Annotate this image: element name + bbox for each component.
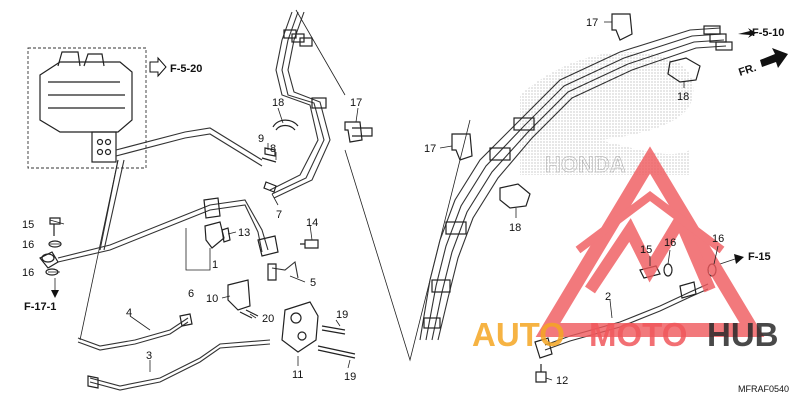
part-11-valve <box>281 301 319 353</box>
svg-text:MOTO: MOTO <box>589 316 687 353</box>
callout-17-mid: 17 <box>424 143 436 155</box>
callout-19-lower: 19 <box>344 371 356 383</box>
callout-9: 9 <box>258 133 264 145</box>
diagram-code: MFRAF0540 <box>738 384 789 394</box>
part-16-washer-right-a <box>663 263 673 277</box>
svg-text:HUB: HUB <box>707 316 779 353</box>
part-1-hose-clamp <box>204 221 225 249</box>
callout-16-right-a: 16 <box>664 237 676 249</box>
part-4-pipe <box>77 317 189 347</box>
callout-16-left-a: 16 <box>22 239 34 251</box>
svg-text:AUTO: AUTO <box>472 316 565 353</box>
part-18-clamp-left <box>272 119 299 131</box>
callout-15-right: 15 <box>640 244 652 256</box>
svg-text:F-5-10: F-5-10 <box>752 27 784 39</box>
callout-14: 14 <box>306 217 318 229</box>
callout-17-center: 17 <box>350 97 362 109</box>
part-14-bolt <box>300 239 319 249</box>
callout-10: 10 <box>206 293 218 305</box>
callouts: 1 2 3 4 5 6 7 8 9 10 11 12 13 14 15 15 1… <box>22 17 724 387</box>
leader-lines <box>48 21 719 381</box>
callout-6: 6 <box>188 288 194 300</box>
part-17-clamp-center <box>344 121 373 143</box>
callout-3: 3 <box>146 350 152 362</box>
callout-8: 8 <box>270 143 276 155</box>
callout-18-top: 18 <box>677 91 689 103</box>
callout-5: 5 <box>310 277 316 289</box>
svg-text:FR.: FR. <box>737 62 758 79</box>
part-2-rear-hose <box>534 281 709 359</box>
automotohub-watermark <box>535 146 765 337</box>
callout-2: 2 <box>605 291 611 303</box>
part-9-fitting <box>261 147 277 163</box>
callout-15-left: 15 <box>22 219 34 231</box>
callout-11: 11 <box>292 369 303 381</box>
part-13-bolt <box>221 227 231 243</box>
left-brake-pipe-bundle <box>269 11 331 199</box>
part-10-bracket <box>227 279 251 311</box>
callout-18-left: 18 <box>272 97 284 109</box>
callout-13: 13 <box>238 227 250 239</box>
svg-text:F-5-20: F-5-20 <box>170 63 202 75</box>
callout-20: 20 <box>262 313 274 325</box>
callout-16-right-b: 16 <box>712 233 724 245</box>
part-17-clip-mid <box>451 133 473 161</box>
part-20-bolt <box>239 309 259 319</box>
watermark-text: AUTO MOTO HUB <box>472 316 779 353</box>
callout-7: 7 <box>276 209 282 221</box>
honda-wing-logo: HONDA <box>520 51 694 177</box>
part-3-pipe <box>89 339 271 387</box>
ref-f-15[interactable]: F-15 <box>748 251 771 263</box>
ref-f-17-1[interactable]: F-17-1 <box>24 301 56 313</box>
abs-modulator <box>27 47 147 169</box>
callout-18-mid: 18 <box>509 222 521 234</box>
callout-16-left-b: 16 <box>22 267 34 279</box>
abs-dashed-frame <box>27 47 147 169</box>
part-7-joint <box>263 181 277 193</box>
callout-17-top: 17 <box>586 17 598 29</box>
part-18-clamp-mid <box>499 183 531 209</box>
part-19-bolt-lower <box>317 345 356 359</box>
part-5-hose <box>271 260 299 279</box>
front-direction-arrow: FR. <box>737 48 788 79</box>
part-19-bolt-upper <box>321 325 346 335</box>
callout-1: 1 <box>212 259 218 271</box>
part-12-bolt <box>535 364 547 383</box>
ref-f-5-20[interactable]: F-5-20 <box>149 56 202 78</box>
callout-19-upper: 19 <box>336 309 348 321</box>
part-15-16-left <box>45 217 62 276</box>
ref-f-5-10[interactable]: F-5-10 <box>738 27 784 39</box>
part-18-clamp-top <box>667 57 701 83</box>
part-17-clip-top <box>611 13 633 41</box>
callout-12: 12 <box>556 375 568 387</box>
honda-wordmark: HONDA <box>545 152 626 177</box>
front-brake-hose <box>39 197 279 269</box>
callout-4: 4 <box>126 307 132 319</box>
right-brake-pipe-bundle <box>419 25 733 341</box>
